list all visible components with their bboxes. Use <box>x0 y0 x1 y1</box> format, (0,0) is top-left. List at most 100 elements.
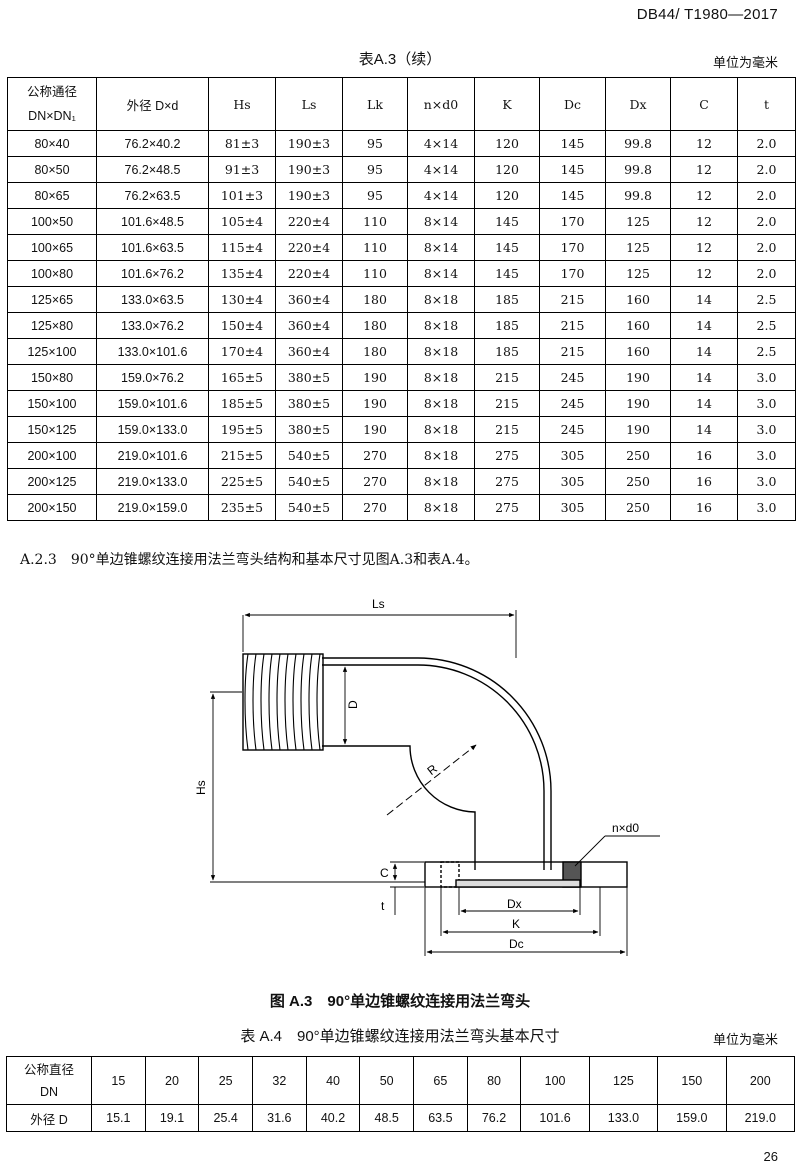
table-cell: 150×125 <box>7 416 97 443</box>
header-cell: Hs <box>208 77 276 131</box>
table-cell: 14 <box>670 390 738 417</box>
header-cell: t <box>737 77 796 131</box>
table-cell: 3.0 <box>737 416 796 443</box>
table-cell: 270 <box>342 494 408 521</box>
table-cell: 160 <box>605 312 671 339</box>
table-cell: 2.5 <box>737 286 796 313</box>
table-cell: 200×150 <box>7 494 97 521</box>
table-cell: 14 <box>670 416 738 443</box>
table-cell: 305 <box>539 494 606 521</box>
table-cell: 145 <box>474 234 540 261</box>
label-ls: Ls <box>372 597 385 611</box>
od-cell: 48.5 <box>359 1104 415 1132</box>
table-cell: 200×100 <box>7 442 97 469</box>
table-cell: 250 <box>605 468 671 495</box>
od-cell: 19.1 <box>144 1104 200 1132</box>
table-cell: 160 <box>605 286 671 313</box>
table-cell: 275 <box>474 468 540 495</box>
dimension-lines <box>210 610 660 956</box>
header-cell: C <box>670 77 738 131</box>
table-a3: 公称通径 DN×DN₁ 外径 D×d Hs Ls Lk n×d0 K Dc Dx… <box>7 77 796 521</box>
table-cell: 125 <box>605 260 671 287</box>
table-cell: 170 <box>539 234 606 261</box>
table-cell: 125×65 <box>7 286 97 313</box>
table-cell: 12 <box>670 208 738 235</box>
label-c: C <box>380 866 389 880</box>
header-cell: Dx <box>605 77 671 131</box>
od-cell: 40.2 <box>305 1104 361 1132</box>
table-cell: 245 <box>539 416 606 443</box>
table-cell: 270 <box>342 442 408 469</box>
table-cell: 180 <box>342 312 408 339</box>
table-cell: 235±5 <box>208 494 276 521</box>
table-cell: 185 <box>474 286 540 313</box>
dn-cell: 80 <box>466 1056 522 1105</box>
table-cell: 150×100 <box>7 390 97 417</box>
table-cell: 190 <box>342 364 408 391</box>
table-cell: 2.0 <box>737 260 796 287</box>
dn-cell: 125 <box>588 1056 659 1105</box>
od-cell: 101.6 <box>520 1104 590 1132</box>
table-cell: 14 <box>670 312 738 339</box>
row-label-dn-line1: 公称直径 <box>23 1062 74 1077</box>
table-cell: 95 <box>342 130 408 157</box>
table-cell: 165±5 <box>208 364 276 391</box>
dn-cell: 40 <box>305 1056 361 1105</box>
table-cell: 12 <box>670 260 738 287</box>
table-cell: 120 <box>474 130 540 157</box>
table-cell: 100×80 <box>7 260 97 287</box>
table-cell: 8×18 <box>407 390 475 417</box>
table-cell: 245 <box>539 364 606 391</box>
table-cell: 540±5 <box>275 442 343 469</box>
table-cell: 190±3 <box>275 130 343 157</box>
table-cell: 16 <box>670 494 738 521</box>
od-cell: 219.0 <box>725 1104 795 1132</box>
dn-cell: 32 <box>252 1056 307 1105</box>
table-cell: 219.0×159.0 <box>96 494 209 521</box>
table-cell: 76.2×40.2 <box>96 130 209 157</box>
table-cell: 360±4 <box>275 338 343 365</box>
dn-cell: 200 <box>725 1056 795 1105</box>
table-cell: 101±3 <box>208 182 276 209</box>
table-cell: 8×18 <box>407 416 475 443</box>
label-dc: Dc <box>509 937 524 951</box>
table-cell: 170±4 <box>208 338 276 365</box>
table-cell: 125 <box>605 208 671 235</box>
table-cell: 125 <box>605 234 671 261</box>
table-cell: 190±3 <box>275 182 343 209</box>
table-cell: 16 <box>670 442 738 469</box>
table-cell: 270 <box>342 468 408 495</box>
table-cell: 380±5 <box>275 390 343 417</box>
table-cell: 101.6×48.5 <box>96 208 209 235</box>
table-cell: 2.0 <box>737 182 796 209</box>
table-cell: 150×80 <box>7 364 97 391</box>
table-cell: 170 <box>539 208 606 235</box>
table-cell: 2.5 <box>737 338 796 365</box>
table-cell: 8×18 <box>407 468 475 495</box>
table-cell: 305 <box>539 442 606 469</box>
table-cell: 220±4 <box>275 260 343 287</box>
table-cell: 220±4 <box>275 234 343 261</box>
table-cell: 8×18 <box>407 494 475 521</box>
table-cell: 110 <box>342 260 408 287</box>
od-cell: 133.0 <box>588 1104 659 1132</box>
table-cell: 305 <box>539 468 606 495</box>
label-t: t <box>381 899 385 913</box>
table-header-row: 公称通径 DN×DN₁ 外径 D×d Hs Ls Lk n×d0 K Dc Dx… <box>7 77 796 131</box>
table-cell: 190 <box>605 364 671 391</box>
table-cell: 219.0×133.0 <box>96 468 209 495</box>
table-cell: 130±4 <box>208 286 276 313</box>
table-cell: 2.0 <box>737 156 796 183</box>
table-cell: 380±5 <box>275 416 343 443</box>
table-cell: 360±4 <box>275 312 343 339</box>
table-cell: 3.0 <box>737 390 796 417</box>
